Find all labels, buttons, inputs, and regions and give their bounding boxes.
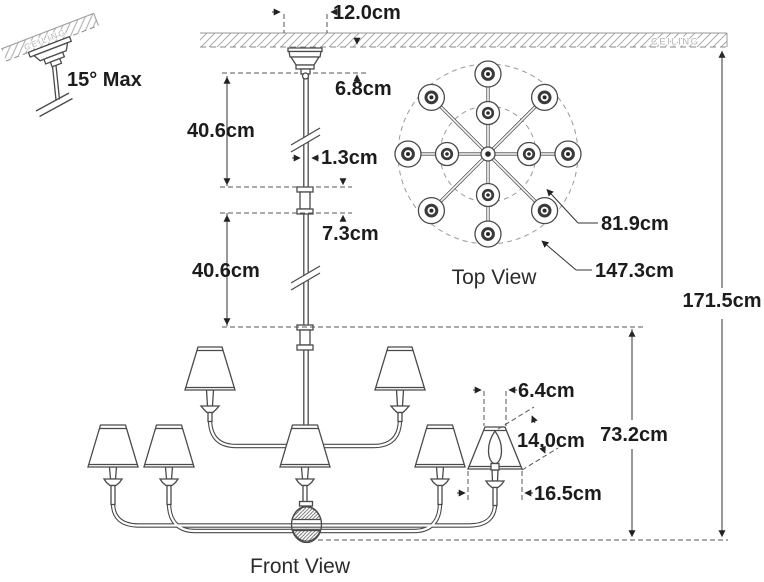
dim-lower-rod: 40.6cm bbox=[192, 260, 260, 282]
tilt-swing-lines bbox=[35, 92, 73, 118]
sloped-ceiling-detail: CEILING 15° Max bbox=[1, 12, 142, 118]
top-view-light bbox=[416, 196, 446, 226]
tilt-max-label: 15° Max bbox=[67, 69, 142, 91]
dim-upper-rod: 40.6cm bbox=[187, 120, 255, 142]
bottom-ball bbox=[290, 505, 323, 544]
dim-body-height: 73.2cm bbox=[600, 424, 668, 446]
top-view-light bbox=[473, 219, 503, 249]
shades bbox=[87, 346, 523, 471]
top-view-light bbox=[434, 141, 460, 167]
detail-shade bbox=[467, 426, 523, 471]
top-view-light bbox=[473, 59, 503, 89]
front-canopy bbox=[287, 47, 323, 80]
top-view-light bbox=[516, 141, 542, 167]
hanging-rod bbox=[290, 78, 321, 426]
top-view bbox=[393, 59, 583, 249]
view-labels: Top View Front View bbox=[250, 266, 537, 578]
dim-overall-diameter: 147.3cm bbox=[595, 260, 674, 282]
top-view-light bbox=[530, 82, 560, 112]
candelabra-bulb bbox=[487, 429, 503, 465]
dim-overall-height: 171.5cm bbox=[683, 290, 762, 312]
dim-shade-bottom: 16.5cm bbox=[534, 483, 602, 505]
upper-arms bbox=[207, 418, 403, 449]
dim-rod-diameter: 1.3cm bbox=[321, 147, 378, 169]
sloped-canopy bbox=[27, 35, 73, 68]
dim-ceiling-to-canopy: 6.8cm bbox=[335, 78, 392, 100]
top-view-light bbox=[416, 82, 446, 112]
lower-shade-3 bbox=[414, 424, 466, 468]
upper-shade-left bbox=[184, 346, 236, 391]
top-view-light bbox=[553, 139, 583, 169]
top-view-light bbox=[393, 139, 423, 169]
sloped-rod bbox=[51, 65, 61, 101]
candles bbox=[102, 389, 506, 507]
top-view-light bbox=[475, 182, 501, 208]
dim-shade-top: 6.4cm bbox=[518, 380, 575, 402]
lower-shade-1 bbox=[87, 424, 139, 468]
front-view bbox=[87, 47, 523, 544]
lower-shade-2 bbox=[143, 424, 195, 468]
dimensions: 12.0cm 6.8cm 40.6cm 1.3cm 7.3cm 40.6cm bbox=[187, 2, 762, 541]
front-view-label: Front View bbox=[250, 555, 351, 578]
dim-shade-slant: 14.0cm bbox=[517, 430, 585, 452]
lower-arms bbox=[110, 502, 498, 534]
ceiling-label: CEILING bbox=[651, 37, 700, 48]
dim-inner-ring: 81.9cm bbox=[601, 213, 669, 235]
top-view-light bbox=[475, 100, 501, 126]
upper-shade-right bbox=[374, 346, 426, 391]
dim-canopy-width: 12.0cm bbox=[333, 2, 401, 24]
top-view-hub bbox=[480, 146, 496, 162]
dim-coupler: 7.3cm bbox=[322, 223, 379, 245]
top-view-light bbox=[530, 196, 560, 226]
ceiling-band: CEILING bbox=[200, 32, 728, 49]
ceiling-hatch bbox=[200, 33, 727, 47]
lower-shade-center bbox=[279, 424, 331, 468]
top-view-label: Top View bbox=[452, 266, 538, 289]
